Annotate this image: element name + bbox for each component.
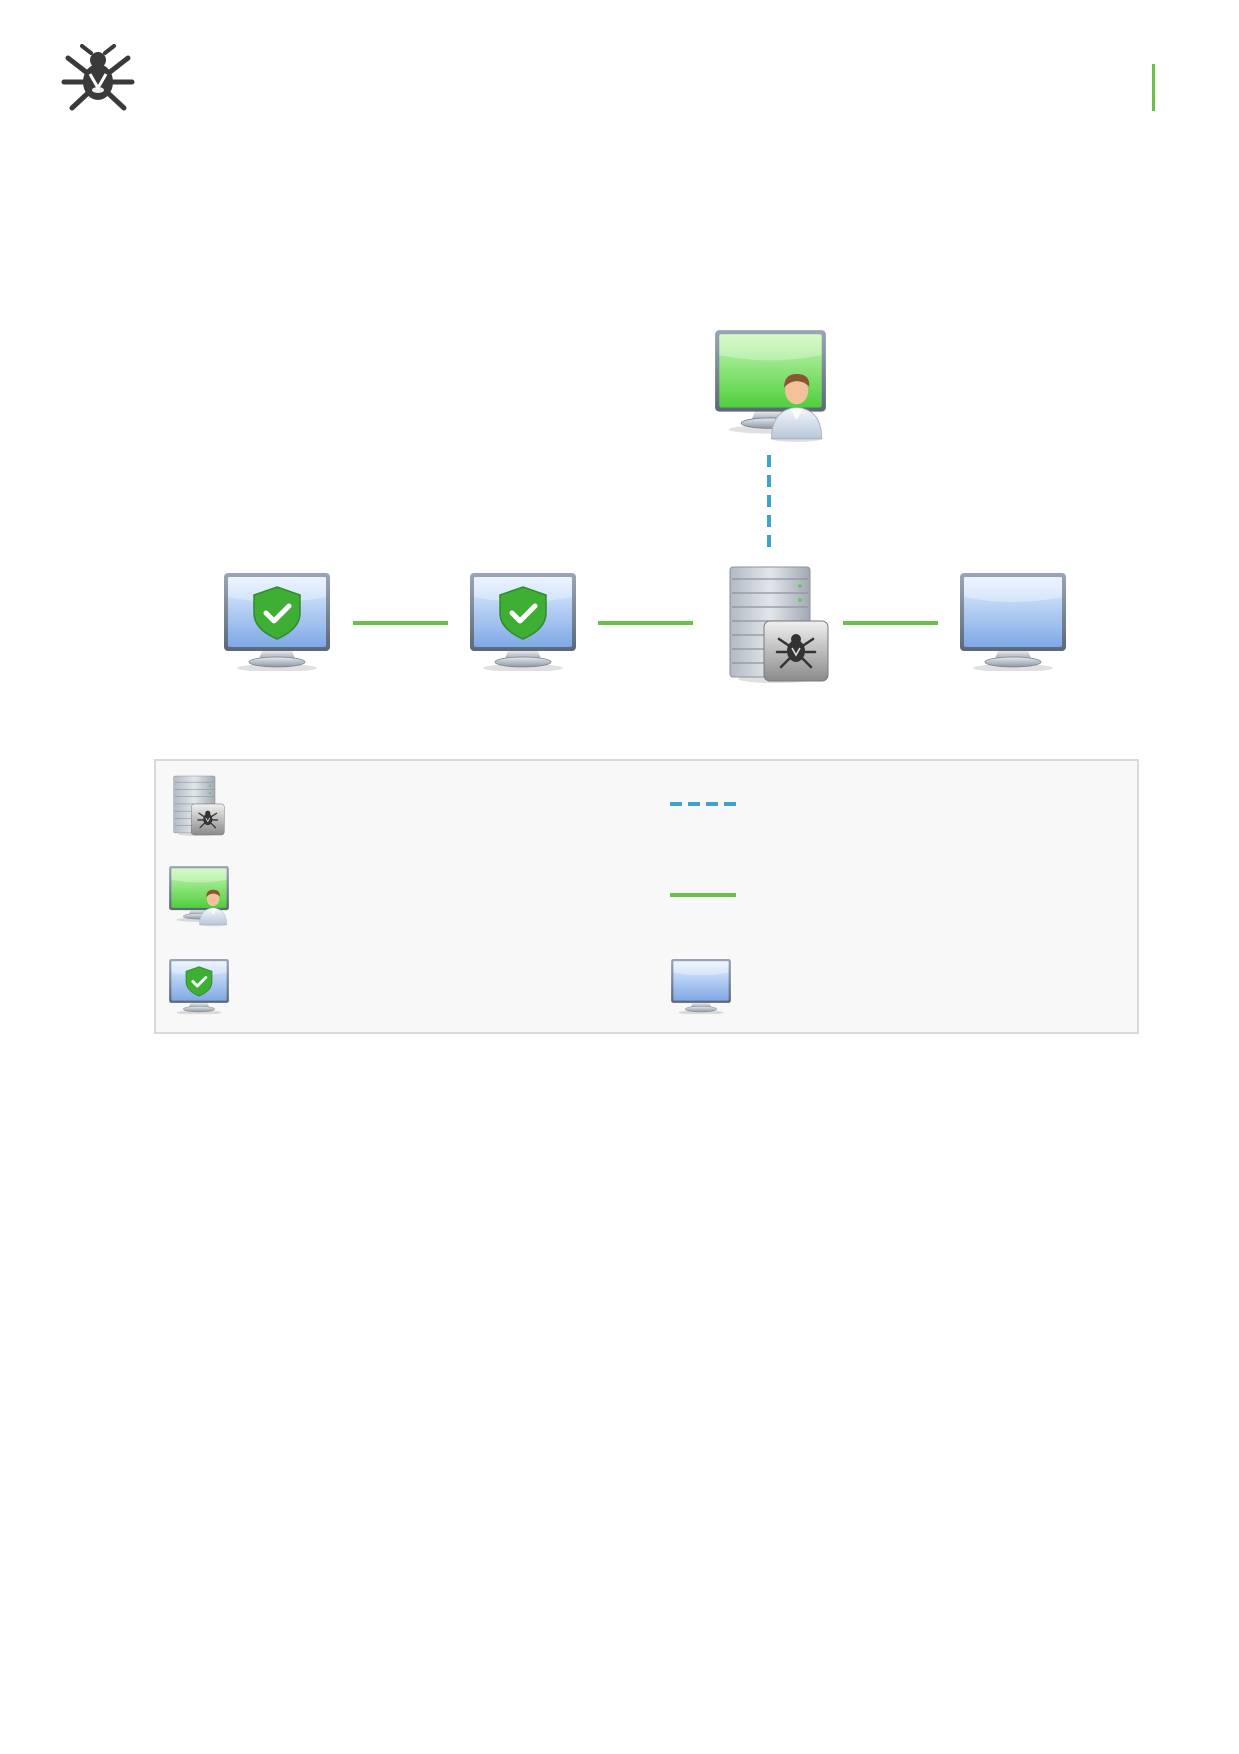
dashed-line-icon [670, 796, 736, 806]
protected-station-icon [168, 957, 230, 1015]
network-diagram [0, 0, 1239, 760]
protected-station-icon [222, 571, 332, 671]
drweb-server-icon [168, 775, 230, 837]
unprotected-station-icon [958, 571, 1068, 671]
header-accent-bar [1152, 64, 1155, 111]
admin-workstation-icon [713, 328, 828, 443]
legend-box [154, 759, 1139, 1034]
solid-line-icon [670, 887, 736, 897]
drweb-server-icon [724, 565, 834, 685]
protected-station-icon [468, 571, 578, 671]
diagram-links [353, 455, 938, 625]
admin-workstation-icon [168, 865, 230, 927]
dr-web-spider-logo-icon [60, 44, 136, 114]
unprotected-station-icon [670, 957, 732, 1015]
